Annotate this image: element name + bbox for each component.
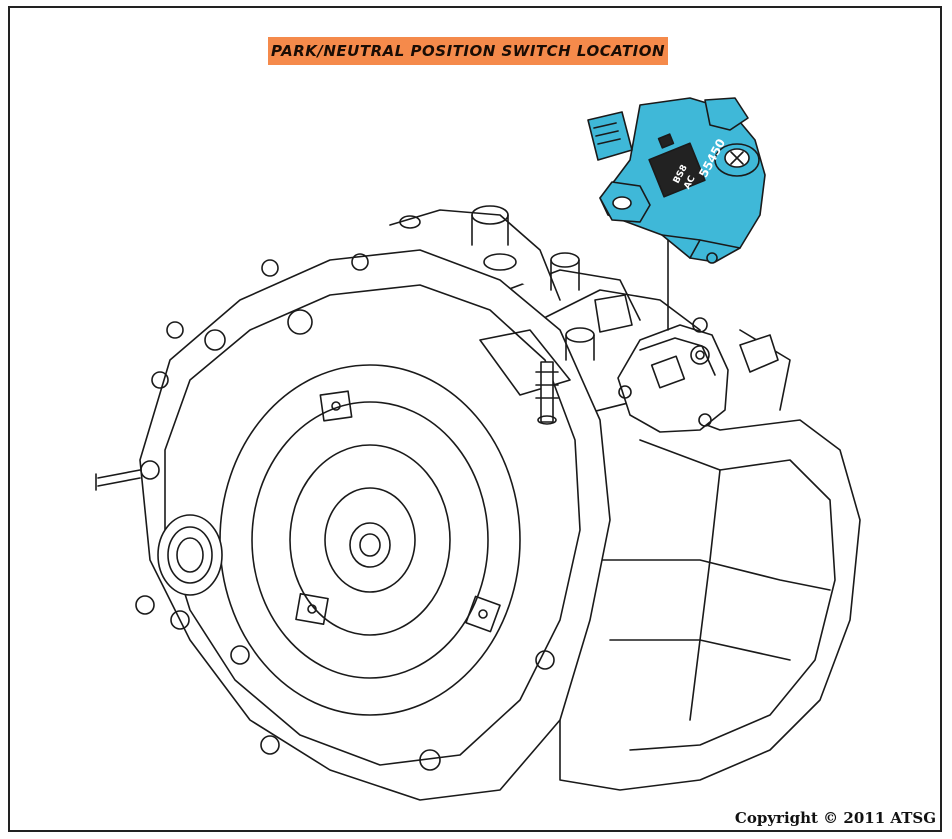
manual-shaft <box>535 361 559 425</box>
diagram-title: PARK/NEUTRAL POSITION SWITCH LOCATION <box>270 42 666 60</box>
torque-converter <box>219 364 521 716</box>
copyright-notice: Copyright © 2011 ATSG <box>734 809 936 827</box>
transmission-case <box>479 269 861 791</box>
installed-switch <box>594 294 779 433</box>
title-banner: PARK/NEUTRAL POSITION SWITCH LOCATION <box>268 37 668 65</box>
mounting-studs <box>95 253 369 665</box>
upper-housing <box>389 205 595 396</box>
park-neutral-switch <box>587 97 766 264</box>
axle-seal <box>157 514 223 596</box>
